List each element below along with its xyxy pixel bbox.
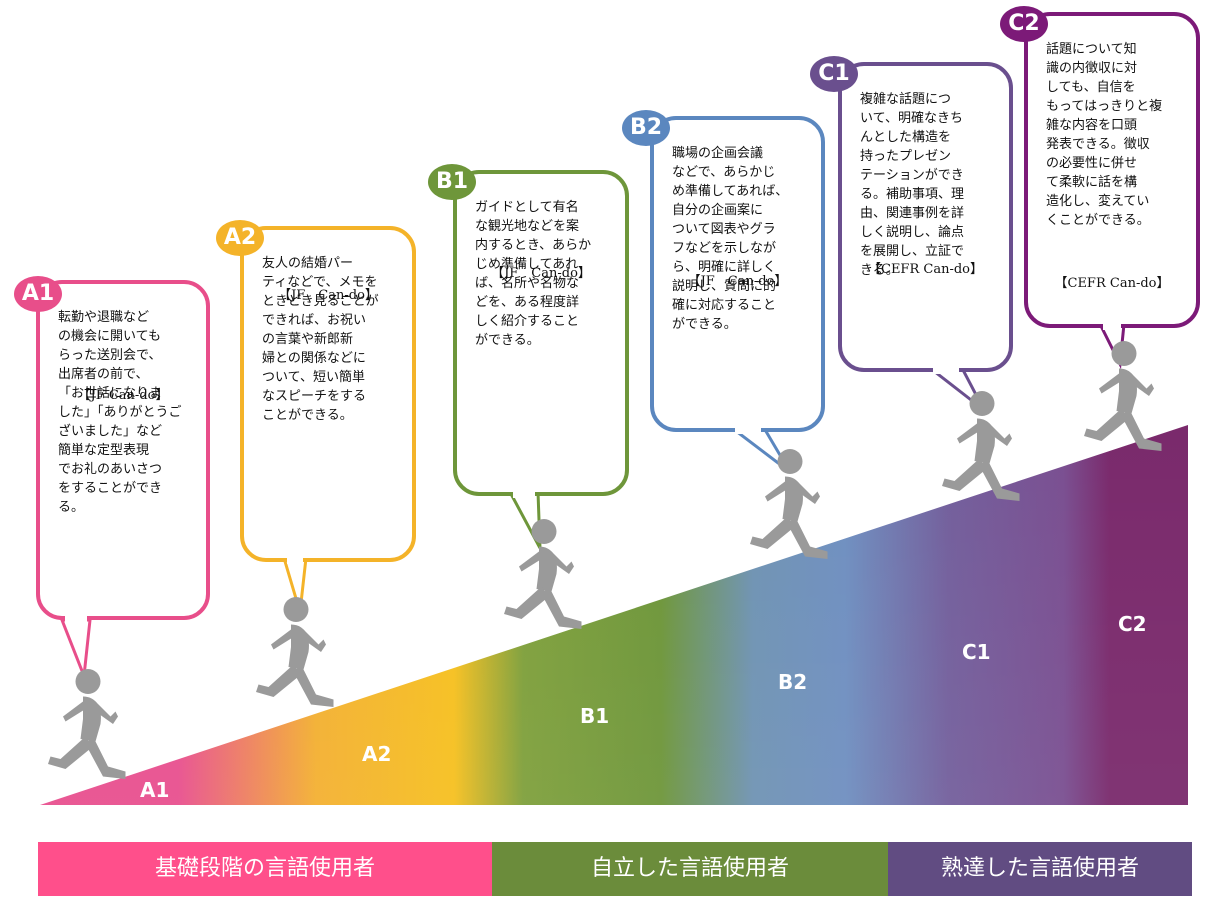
can-do-source-a2: 【JF Can-do】 — [278, 288, 378, 303]
can-do-text-a2: 友人の結婚パー ティなどで、メモを ときどき見ることが できれば、お祝い の言葉… — [262, 256, 379, 423]
can-do-bubble-c2: 話題について知 識の内徴収に対 しても、自信を もってはっきりと複 雑な内容を口… — [1024, 12, 1200, 328]
runner-icon-b1 — [504, 519, 582, 629]
can-do-bubble-b1: ガイドとして有名 な観光地などを案 内するとき、あらか じめ準備してあれ ば、名… — [453, 170, 629, 496]
tail-joint-c1 — [933, 366, 959, 374]
bubble-tail-a1 — [59, 618, 92, 677]
slope-shade — [40, 425, 1188, 805]
can-do-bubble-b2: 職場の企画会議 などで、あらかじ め準備してあれば、 自分の企画案に ついて図表… — [650, 116, 825, 432]
slope-label-a2: A2 — [362, 742, 392, 766]
level-badge-b2: B2 — [622, 110, 670, 146]
runner-icon-c2 — [1084, 341, 1162, 451]
runner-icon-a1 — [48, 669, 126, 779]
slope-label-a1: A1 — [140, 778, 170, 802]
tail-joint-c2 — [1103, 322, 1121, 330]
can-do-text-c1: 複雑な話題につ いて、明確なきち んとした構造を 持ったプレゼン テーションがで… — [860, 92, 965, 278]
can-do-text-b2: 職場の企画会議 などで、あらかじ め準備してあれば、 自分の企画案に ついて図表… — [672, 146, 789, 332]
slope-label-c2: C2 — [1118, 612, 1147, 636]
band-proficient-users: 熟達した言語使用者 — [888, 842, 1192, 896]
slope-label-b2: B2 — [778, 670, 808, 694]
runner-icon-a2 — [256, 597, 334, 707]
level-badge-a2: A2 — [216, 220, 264, 256]
level-badge-c2: C2 — [1000, 6, 1048, 42]
can-do-source-a1: 【JF Can-do】 — [77, 388, 169, 403]
can-do-source-c2: 【CEFR Can-do】 — [1054, 276, 1170, 291]
band-basic-users: 基礎段階の言語使用者 — [38, 842, 492, 896]
can-do-source-c1: 【CEFR Can-do】 — [868, 262, 983, 277]
tail-joint-a2 — [287, 556, 303, 564]
slope-label-b1: B1 — [580, 704, 610, 728]
can-do-bubble-c1: 複雑な話題につ いて、明確なきち んとした構造を 持ったプレゼン テーションがで… — [838, 62, 1013, 372]
tail-joint-a1 — [65, 614, 87, 622]
can-do-text-b1: ガイドとして有名 な観光地などを案 内するとき、あらか じめ準備してあれ ば、名… — [475, 200, 592, 348]
tail-joint-b1 — [513, 490, 535, 498]
can-do-source-b2: 【JF Can-do】 — [687, 274, 788, 289]
runner-icon-b2 — [750, 449, 828, 559]
level-badge-b1: B1 — [428, 164, 476, 200]
can-do-source-b1: 【JF Can-do】 — [491, 266, 591, 281]
can-do-text-c2: 話題について知 識の内徴収に対 しても、自信を もってはっきりと複 雑な内容を口… — [1046, 42, 1163, 228]
band-independent-users: 自立した言語使用者 — [492, 842, 888, 896]
slope-label-c1: C1 — [962, 640, 991, 664]
runner-icon-c1 — [942, 391, 1020, 501]
can-do-bubble-a1: 転勤や退職など の機会に開いても らった送別会で、 出席者の前で、 「お世話にな… — [36, 280, 210, 620]
can-do-bubble-a2: 友人の結婚パー ティなどで、メモを ときどき見ることが できれば、お祝い の言葉… — [240, 226, 416, 562]
can-do-text-a1: 転勤や退職など の機会に開いても らった送別会で、 出席者の前で、 「お世話にな… — [58, 310, 182, 515]
tail-joint-b2 — [735, 426, 761, 434]
level-badge-a1: A1 — [14, 276, 62, 312]
level-badge-c1: C1 — [810, 56, 858, 92]
